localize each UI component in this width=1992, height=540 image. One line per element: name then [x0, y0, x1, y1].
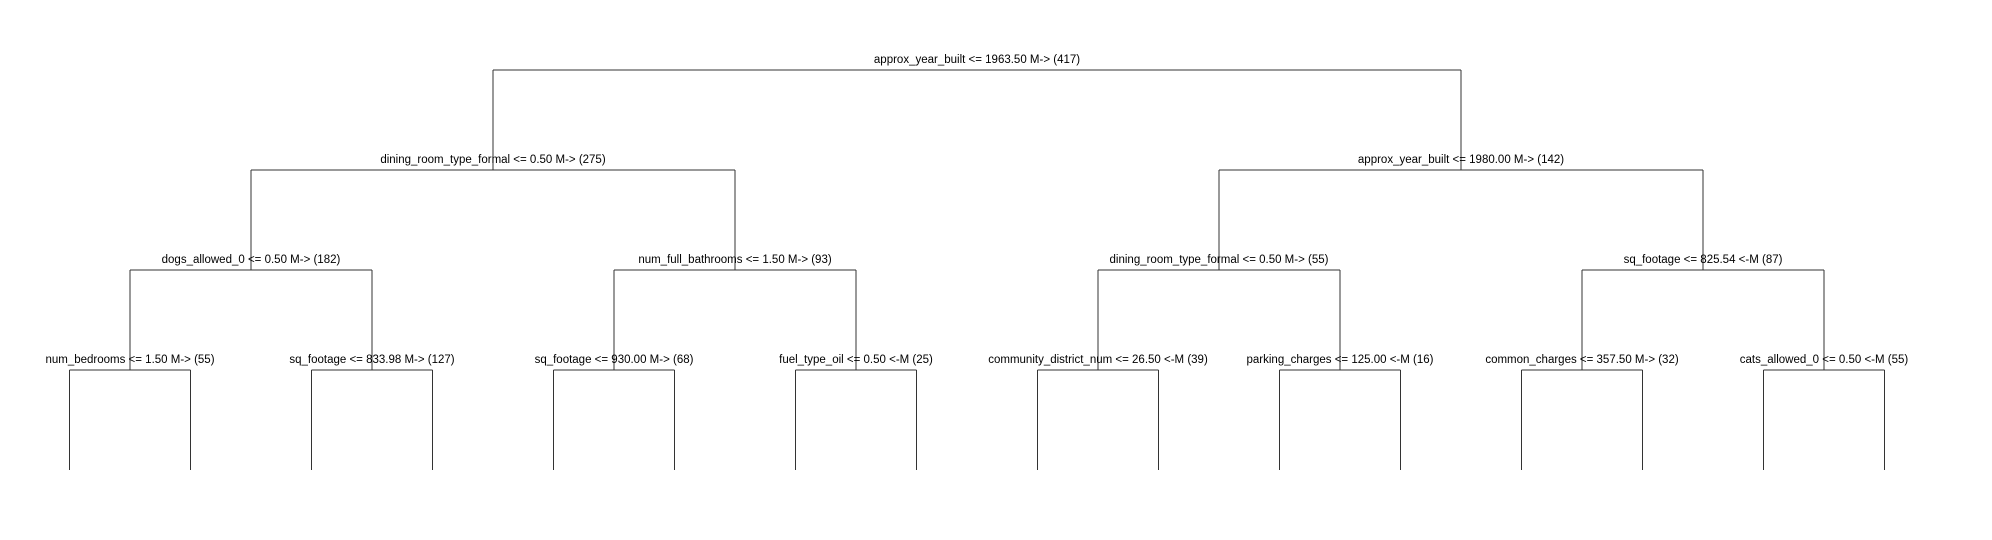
node-label-2-3: sq_footage <= 825.54 <-M (87) [1624, 254, 1783, 266]
node-label-3-7: cats_allowed_0 <= 0.50 <-M (55) [1740, 354, 1909, 366]
node-label-1-1: approx_year_built <= 1980.00 M-> (142) [1358, 154, 1564, 166]
node-label-3-5: parking_charges <= 125.00 <-M (16) [1247, 354, 1434, 366]
node-label-1-0: dining_room_type_formal <= 0.50 M-> (275… [380, 154, 606, 166]
tree-edges [69, 69, 1885, 470]
node-label-3-3: fuel_type_oil <= 0.50 <-M (25) [779, 354, 933, 366]
node-label-3-0: num_bedrooms <= 1.50 M-> (55) [45, 354, 214, 366]
node-label-3-2: sq_footage <= 930.00 M-> (68) [535, 354, 694, 366]
node-label-3-1: sq_footage <= 833.98 M-> (127) [289, 354, 454, 366]
node-label-2-1: num_full_bathrooms <= 1.50 M-> (93) [638, 254, 832, 266]
node-label-2-0: dogs_allowed_0 <= 0.50 M-> (182) [162, 254, 341, 266]
node-label-3-6: common_charges <= 357.50 M-> (32) [1485, 354, 1679, 366]
node-label-3-4: community_district_num <= 26.50 <-M (39) [988, 354, 1208, 366]
node-label-0-0: approx_year_built <= 1963.50 M-> (417) [874, 54, 1080, 66]
node-label-2-2: dining_room_type_formal <= 0.50 M-> (55) [1110, 254, 1329, 266]
tree-node-labels: approx_year_built <= 1963.50 M-> (417) di… [45, 54, 1908, 366]
